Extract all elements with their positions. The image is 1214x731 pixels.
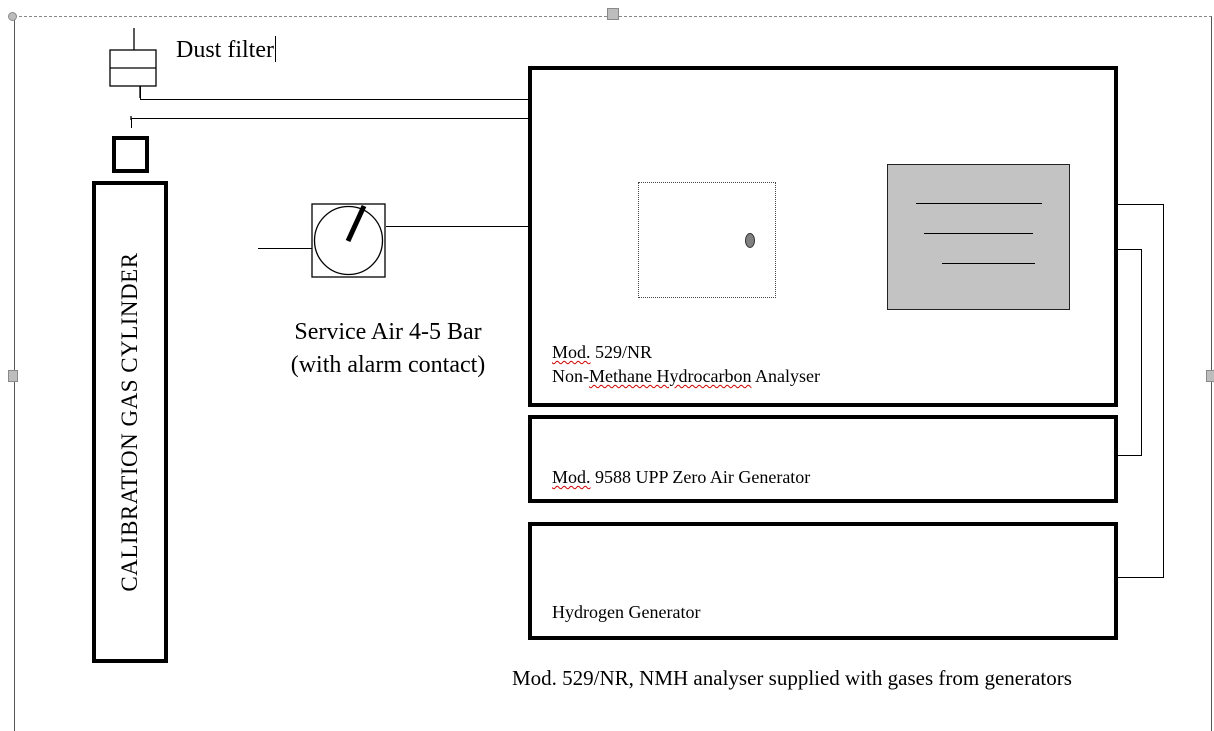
- analyser-door: [638, 182, 776, 298]
- dust-filter-label: Dust filter: [176, 36, 277, 64]
- pressure-gauge-icon: [311, 203, 386, 278]
- dust-filter-symbol: [109, 28, 157, 120]
- analyser-door-knob: [745, 233, 755, 248]
- selection-handle-middle-right[interactable]: [1206, 370, 1214, 382]
- analyser-label: Mod. 529/NR Non-Methane Hydrocarbon Anal…: [552, 340, 820, 388]
- hydrogen-generator: [528, 522, 1118, 640]
- cylinder-pipe-drop: [131, 118, 132, 128]
- hydrogen-riser: [1163, 204, 1164, 577]
- filter-pipe: [140, 99, 536, 100]
- filter-pipe-drop: [140, 86, 141, 99]
- hydrogen-label: Hydrogen Generator: [552, 602, 701, 622]
- zero-air-riser: [1141, 249, 1142, 455]
- analyser-name-main: Methane Hydrocarbon: [589, 366, 752, 386]
- cylinder-label: CALIBRATION GAS CYLINDER: [92, 181, 168, 663]
- display-line-3: [942, 263, 1035, 264]
- cylinder-label-text: CALIBRATION GAS CYLINDER: [117, 252, 142, 592]
- analyser-mod-number: 529/NR: [595, 342, 653, 362]
- analyser-mod-prefix: Mod.: [552, 342, 591, 362]
- zero-air-feed-top: [1118, 249, 1142, 250]
- dust-filter-text: Dust filter: [176, 37, 274, 63]
- service-air-label-line2: (with alarm contact): [290, 352, 486, 378]
- service-air-label: Service Air 4-5 Bar (with alarm contact): [263, 316, 513, 382]
- service-air-inlet-pipe: [258, 248, 313, 249]
- selection-handle-top-left[interactable]: [8, 12, 17, 21]
- selection-handle-top-center[interactable]: [607, 8, 619, 20]
- analyser-display-panel: [887, 164, 1070, 310]
- zero-air-generator: [528, 415, 1118, 503]
- text-cursor: [274, 36, 277, 62]
- cylinder-valve: [112, 136, 149, 173]
- calibration-gas-cylinder: [92, 181, 168, 663]
- display-line-1: [916, 203, 1042, 204]
- zero-air-label: Mod. 9588 UPP Zero Air Generator: [552, 467, 810, 488]
- zero-air-return-top: [1118, 204, 1164, 205]
- zero-air-feed-bottom: [1118, 455, 1142, 456]
- hydrogen-feed: [1118, 577, 1164, 578]
- display-line-2: [924, 233, 1033, 234]
- cylinder-pipe: [131, 118, 536, 119]
- zero-air-mod-prefix: Mod.: [552, 467, 591, 487]
- diagram-caption: Mod. 529/NR, NMH analyser supplied with …: [512, 666, 1072, 690]
- selection-handle-middle-left[interactable]: [8, 370, 18, 382]
- service-air-outlet-pipe: [386, 226, 536, 227]
- zero-air-name: 9588 UPP Zero Air Generator: [590, 467, 811, 487]
- analyser-name-suffix: Analyser: [751, 366, 820, 386]
- analyser-name-prefix: Non-: [552, 366, 589, 386]
- service-air-label-line1: Service Air 4-5 Bar: [294, 319, 482, 345]
